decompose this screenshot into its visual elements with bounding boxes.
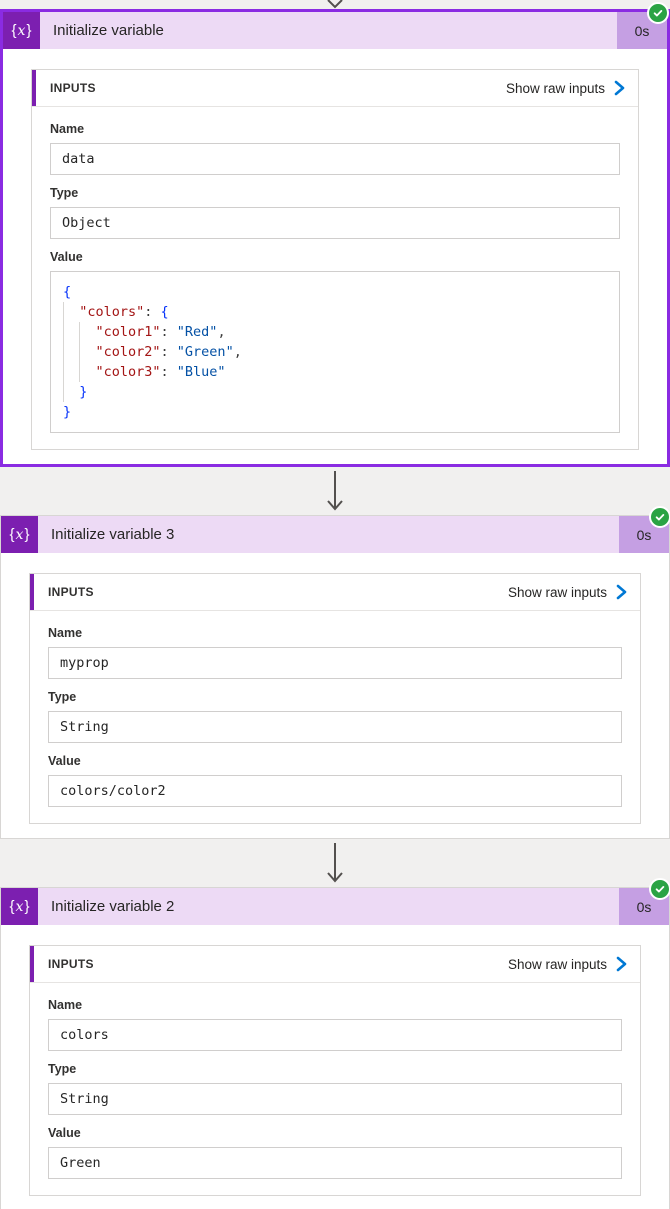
type-field[interactable]: String: [48, 1083, 622, 1115]
inputs-panel-content: Name data Type Object Value {"colors": {…: [32, 107, 638, 449]
initialize-variable-icon: {x}: [1, 516, 38, 553]
inputs-accent-bar: [30, 946, 34, 982]
initialize-variable-icon: {x}: [3, 12, 40, 49]
inputs-panel-header: INPUTS Show raw inputs: [32, 70, 638, 107]
field-row: Type String: [48, 1061, 622, 1115]
icon-x: x: [15, 898, 24, 915]
name-field[interactable]: myprop: [48, 647, 622, 679]
inputs-panel: INPUTS Show raw inputs Name data Type Ob…: [31, 69, 639, 450]
field-row: Name myprop: [48, 625, 622, 679]
value-field[interactable]: colors/color2: [48, 775, 622, 807]
inputs-accent-bar: [32, 70, 36, 106]
field-row: Type String: [48, 689, 622, 743]
field-label: Value: [50, 250, 83, 264]
field-row: Name data: [50, 121, 620, 175]
show-raw-inputs-link[interactable]: Show raw inputs: [508, 574, 640, 610]
field-label: Name: [50, 122, 85, 136]
action-card-header[interactable]: {x} Initialize variable 0s: [3, 12, 667, 49]
inputs-panel-header: INPUTS Show raw inputs: [30, 574, 640, 611]
icon-brace: }: [24, 526, 30, 543]
down-arrow-icon: [327, 0, 343, 9]
action-title: Initialize variable 2: [51, 898, 175, 915]
show-raw-inputs-label: Show raw inputs: [505, 80, 605, 96]
action-card-body: INPUTS Show raw inputs Name data Type Ob…: [3, 49, 667, 464]
duration-badge: 0s: [619, 888, 669, 925]
inputs-accent-bar: [30, 574, 34, 610]
field-label: Type: [48, 1062, 77, 1076]
value-code-editor[interactable]: {"colors": {"color1": "Red","color2": "G…: [50, 271, 620, 433]
down-arrow-icon: [327, 471, 343, 511]
chevron-right-icon: [616, 956, 627, 972]
action-card-initialize-variable[interactable]: {x} Initialize variable 0s INPUTS Show r…: [0, 2, 670, 467]
action-card-body: INPUTS Show raw inputs Name colors Type …: [1, 925, 669, 1209]
action-card-body: INPUTS Show raw inputs Name myprop Type …: [1, 553, 669, 838]
icon-brace: }: [24, 898, 30, 915]
action-card-initialize-variable-3[interactable]: {x} Initialize variable 3 0s INPUTS Show…: [0, 506, 670, 839]
field-row: Name colors: [48, 997, 622, 1051]
action-card-header[interactable]: {x} Initialize variable 2 0s: [1, 888, 669, 925]
inputs-panel-title: INPUTS: [48, 585, 94, 599]
inputs-panel-title: INPUTS: [50, 81, 96, 95]
chevron-right-icon: [616, 584, 627, 600]
inputs-panel: INPUTS Show raw inputs Name myprop Type …: [29, 573, 641, 824]
down-arrow-icon: [327, 843, 343, 883]
icon-x: x: [15, 526, 24, 543]
show-raw-inputs-link[interactable]: Show raw inputs: [506, 70, 638, 106]
action-title: Initialize variable: [53, 22, 164, 39]
type-field[interactable]: Object: [50, 207, 620, 239]
incoming-connector-arrow-tip: [0, 0, 670, 9]
action-title: Initialize variable 3: [51, 526, 175, 543]
type-field[interactable]: String: [48, 711, 622, 743]
action-card-initialize-variable-2[interactable]: {x} Initialize variable 2 0s INPUTS Show…: [0, 878, 670, 1209]
success-check-icon: [649, 506, 670, 528]
initialize-variable-icon: {x}: [1, 888, 38, 925]
inputs-panel-header: INPUTS Show raw inputs: [30, 946, 640, 983]
field-label: Type: [48, 690, 77, 704]
field-row: Value colors/color2: [48, 753, 622, 807]
success-check-icon: [647, 2, 669, 24]
inputs-panel-content: Name colors Type String Value Green: [30, 983, 640, 1195]
connector: [0, 467, 670, 515]
icon-brace: {: [9, 898, 15, 915]
icon-x: x: [17, 22, 26, 39]
icon-brace: }: [26, 22, 32, 39]
name-field[interactable]: colors: [48, 1019, 622, 1051]
icon-brace: {: [11, 22, 17, 39]
success-check-icon: [649, 878, 670, 900]
name-field[interactable]: data: [50, 143, 620, 175]
inputs-panel-title: INPUTS: [48, 957, 94, 971]
show-raw-inputs-link[interactable]: Show raw inputs: [508, 946, 640, 982]
field-label: Name: [48, 626, 83, 640]
value-field[interactable]: Green: [48, 1147, 622, 1179]
field-label: Type: [50, 186, 79, 200]
connector: [0, 839, 670, 887]
inputs-panel: INPUTS Show raw inputs Name colors Type …: [29, 945, 641, 1196]
field-label: Value: [48, 1126, 81, 1140]
show-raw-inputs-label: Show raw inputs: [507, 956, 607, 972]
field-row: Type Object: [50, 185, 620, 239]
icon-brace: {: [9, 526, 15, 543]
chevron-right-icon: [614, 80, 625, 96]
field-label: Value: [48, 754, 81, 768]
field-row: Value Green: [48, 1125, 622, 1179]
field-label: Name: [48, 998, 83, 1012]
action-card-header[interactable]: {x} Initialize variable 3 0s: [1, 516, 669, 553]
inputs-panel-content: Name myprop Type String Value colors/col…: [30, 611, 640, 823]
show-raw-inputs-label: Show raw inputs: [507, 584, 607, 600]
field-row: Value {"colors": {"color1": "Red","color…: [50, 249, 620, 433]
